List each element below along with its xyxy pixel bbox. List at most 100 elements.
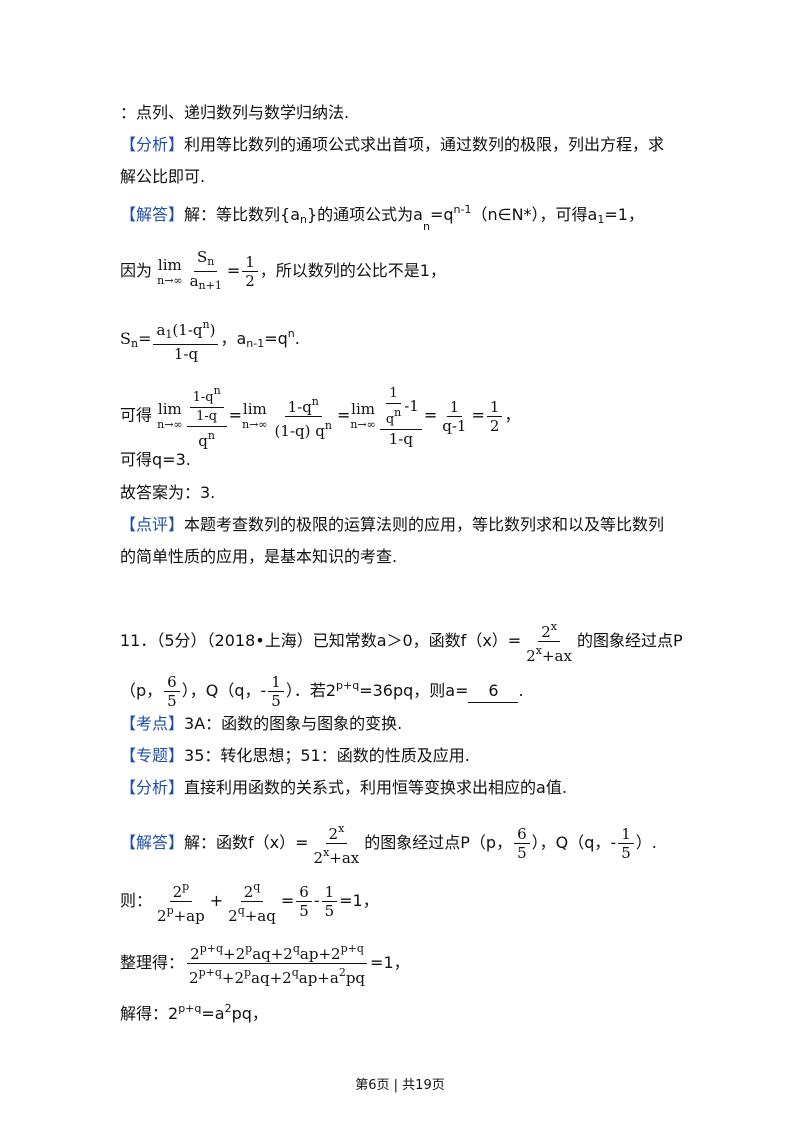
fraction-sum-formula: a1(1-qn)1-q <box>153 316 219 363</box>
text: 的图象经过点P <box>576 631 683 650</box>
subscript: n-1 <box>246 337 265 350</box>
fraction: 1-qn(1-q) qn <box>274 394 332 440</box>
text: 因为 <box>120 261 153 280</box>
text: 直接利用函数的关系式，利用恒等变换求出相应的a值. <box>184 778 567 797</box>
text: ）．若2 <box>285 681 336 700</box>
analysis-line-2: 解公比即可. <box>120 166 205 188</box>
text: 的图象经过点P（p， <box>364 833 513 852</box>
answer-tag: 【解答】 <box>120 833 185 852</box>
text: 解得：2 <box>120 1004 179 1023</box>
answer-line-5: 可得q=3. <box>120 449 191 471</box>
sub-1: 1 <box>597 213 605 226</box>
text: 解：函数f（x）= <box>184 833 309 852</box>
text: （p， <box>120 681 163 700</box>
point-tag: 【考点】 <box>120 714 185 733</box>
text: pq， <box>231 1004 268 1023</box>
text: =1， <box>370 953 410 972</box>
topic-line: ：点列、递归数列与数学归纳法. <box>120 102 349 124</box>
text: 解公比即可. <box>120 167 206 186</box>
text: . <box>518 681 524 700</box>
text: 解：等比数列{a <box>184 205 301 224</box>
text: 35：转化思想；51：函数的性质及应用. <box>184 746 470 765</box>
text: 则： <box>120 891 153 910</box>
text: ）. <box>635 833 657 852</box>
text: ），Q（q， <box>181 681 261 700</box>
answer-line-6: 故答案为：3. <box>120 482 215 504</box>
analysis-line-1: 【分析】利用等比数列的通项公式求出首项，通过数列的极限，列出方程，求 <box>120 134 664 156</box>
text: 可得q=3. <box>120 450 191 469</box>
exp-n: n <box>287 327 295 340</box>
text: （n∈N*），可得a <box>471 205 598 224</box>
text: ，所以数列的公比不是1， <box>259 261 446 280</box>
topic-tag: 【专题】 <box>120 746 185 765</box>
text: ），Q（q， <box>531 833 611 852</box>
text: 本题考查数列的极限的运算法则的应用，等比数列求和以及等比数列 <box>184 515 665 534</box>
exponent: n-1 <box>453 203 472 216</box>
text: 故答案为：3. <box>120 483 216 502</box>
point-line: 【考点】3A：函数的图象与图象的变换. <box>120 713 402 735</box>
page-footer: 第6页 | 共19页 <box>355 1078 445 1093</box>
answer-blank: 6 <box>468 680 519 703</box>
text: =1， <box>604 205 644 224</box>
answer-line-1: 【解答】解：等比数列{an}的通项公式为an=qn-1（n∈N*），可得a1=1… <box>120 199 644 238</box>
text: =a <box>201 1004 225 1023</box>
solution-line-4: 解得：2p+q=a2pq， <box>120 998 268 1025</box>
text: }的通项公式为a <box>307 205 423 224</box>
text: 可得 <box>120 405 153 425</box>
text: =36pq，则a= <box>359 681 469 700</box>
text: ， <box>504 405 521 425</box>
answer-tag: 【解答】 <box>120 205 185 224</box>
answer-line-3: Sn=a1(1-qn)1-q，an-1=qn. <box>120 316 300 363</box>
text: =q <box>429 205 454 224</box>
analysis-tag: 【分析】 <box>120 135 185 154</box>
comment-line-2: 的简单性质的应用，是基本知识的考查. <box>120 546 397 568</box>
text: 整理得： <box>120 953 185 972</box>
topic-line: 【专题】35：转化思想；51：函数的性质及应用. <box>120 745 470 767</box>
text: 的简单性质的应用，是基本知识的考查. <box>120 547 398 566</box>
text: =1， <box>339 891 379 910</box>
text: ，a <box>220 329 247 348</box>
text: 3A：函数的图象与图象的变换. <box>184 714 403 733</box>
text: . <box>294 329 300 348</box>
exponent: p+q <box>336 679 360 692</box>
analysis-tag: 【分析】 <box>120 778 185 797</box>
comment-line-1: 【点评】本题考查数列的极限的运算法则的应用，等比数列求和以及等比数列 <box>120 514 664 536</box>
text: 11．（5分）（2018•上海）已知常数a＞0，函数f（x）= <box>120 631 522 650</box>
comment-tag: 【点评】 <box>120 515 185 534</box>
exponent: p+q <box>178 1002 202 1015</box>
sub-n: n <box>423 220 430 233</box>
exponent: 2 <box>224 1002 232 1015</box>
text: 利用等比数列的通项公式求出首项，通过数列的极限，列出方程，求 <box>184 135 665 154</box>
text: =q <box>264 329 288 348</box>
text: ：点列、递归数列与数学归纳法. <box>120 103 350 122</box>
analysis-line: 【分析】直接利用函数的关系式，利用恒等变换求出相应的a值. <box>120 777 567 799</box>
